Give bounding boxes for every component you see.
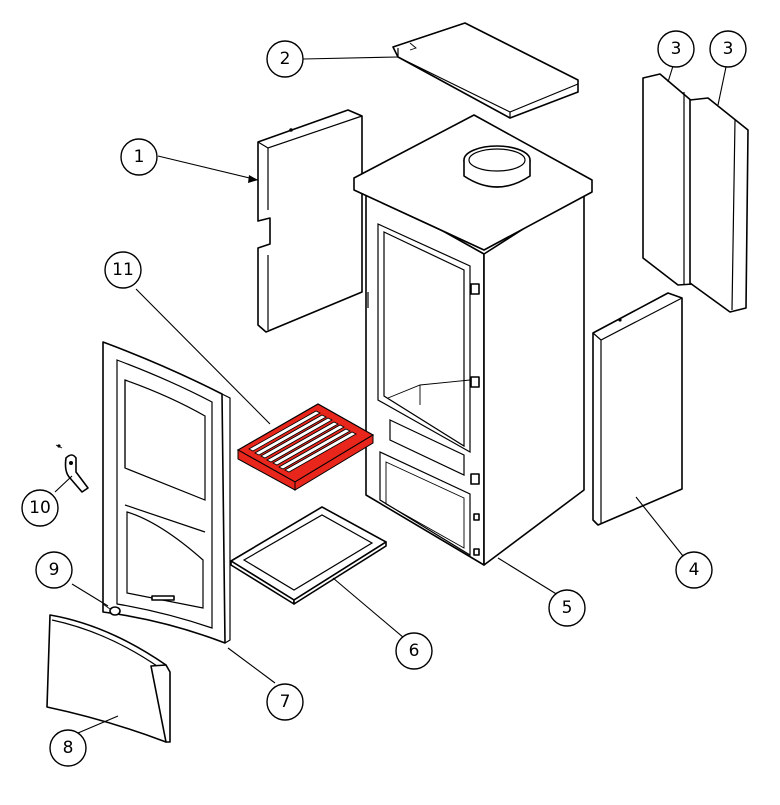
callout-label: 11 (112, 260, 134, 280)
callout-label: 8 (63, 738, 74, 758)
callout-11: 11 (104, 251, 142, 289)
callout-label: 5 (562, 598, 573, 618)
callout-label: 3 (671, 39, 682, 59)
callout-9: 9 (35, 551, 73, 589)
ash-pan (230, 506, 387, 605)
callout-5: 5 (548, 589, 586, 627)
front-ash-door-panel (46, 614, 171, 743)
callout-3a: 3 (657, 30, 695, 68)
callout-label: 9 (49, 560, 60, 580)
handle-tool (55, 444, 89, 493)
callout-label: 2 (280, 49, 291, 69)
stove-body (353, 114, 593, 566)
callout-3b: 3 (709, 30, 747, 68)
door (102, 341, 231, 644)
callout-2: 2 (266, 40, 304, 78)
callout-label: 4 (689, 560, 700, 580)
top-baffle-plate (392, 22, 579, 119)
callout-label: 1 (134, 147, 145, 167)
callout-label: 7 (280, 692, 291, 712)
baffle-side-panel (257, 109, 363, 333)
callout-4: 4 (675, 551, 713, 589)
grate (236, 403, 375, 491)
callout-label: 10 (29, 498, 51, 518)
callout-label: 6 (409, 641, 420, 661)
rear-liner-panel-left (642, 73, 694, 286)
callout-6: 6 (395, 632, 433, 670)
side-liner-panel (592, 292, 683, 526)
control-knob (102, 603, 121, 616)
rear-liner-panel-right (689, 97, 749, 313)
leader-lines (54, 56, 727, 734)
callout-label: 3 (723, 39, 734, 59)
callout-7: 7 (266, 683, 304, 721)
callout-10: 10 (21, 489, 59, 527)
callout-1: 1 (120, 138, 158, 176)
callout-8: 8 (49, 729, 87, 767)
